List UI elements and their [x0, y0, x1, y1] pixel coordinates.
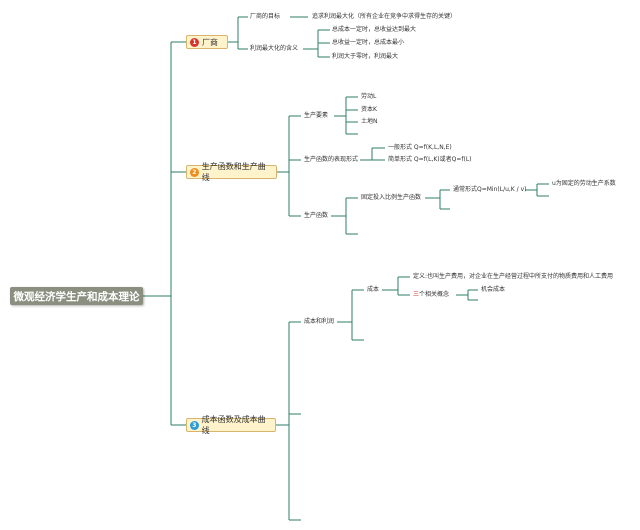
node-meaning-item[interactable]: 利润大于零时，利润最大: [332, 53, 399, 60]
node-factor-labor[interactable]: 劳动L: [361, 93, 377, 100]
node-production-factors[interactable]: 生产要素: [304, 112, 329, 119]
number-badge: 1: [190, 37, 199, 47]
branch-production-label: 生产函数和生产曲线: [201, 162, 266, 182]
node-fixed-ratio[interactable]: 固定投入比例生产函数: [361, 194, 422, 201]
node-labor-coefficient[interactable]: u为固定的劳动生产系数: [552, 180, 616, 187]
node-common-form[interactable]: 通常形式Q=Min(L/u,K / v): [453, 186, 527, 193]
node-factor-capital[interactable]: 资本K: [361, 106, 377, 113]
branch-firm-label: 厂商: [202, 37, 218, 47]
node-firm-goal-detail[interactable]: 追求利润最大化（所有企业在竞争中求得生存的关键）: [312, 13, 457, 20]
node-function-forms[interactable]: 生产函数的表现形式: [304, 156, 359, 163]
node-meaning-item[interactable]: 总成本一定时，总收益达到最大: [332, 26, 417, 33]
root-topic-label: 微观经济学生产和成本理论: [13, 290, 140, 303]
number-badge: 3: [190, 420, 199, 430]
root-topic[interactable]: 微观经济学生产和成本理论: [10, 287, 143, 305]
branch-cost-label: 成本函数及成本曲线: [201, 415, 266, 435]
node-opportunity-cost[interactable]: 机会成本: [481, 286, 506, 293]
number-badge: 2: [190, 167, 199, 177]
related-label: 个相关概念: [419, 291, 450, 298]
branch-firm[interactable]: 1 厂商: [186, 35, 228, 49]
node-form-simple[interactable]: 简单形式 Q=f(L,K)或者Q=f(L): [388, 156, 472, 163]
node-related-concepts[interactable]: 三个相关概念: [413, 291, 449, 299]
node-factor-land[interactable]: 土地N: [361, 118, 378, 125]
branch-production[interactable]: 2 生产函数和生产曲线: [186, 162, 277, 182]
node-profit-meaning[interactable]: 利润最大化的含义: [250, 45, 299, 52]
node-meaning-item[interactable]: 总收益一定时，总成本最小: [332, 39, 405, 46]
node-form-general[interactable]: 一般形式 Q=f(K,L,N,E): [388, 144, 452, 151]
node-production-function[interactable]: 生产函数: [304, 212, 329, 219]
node-cost[interactable]: 成本: [367, 286, 380, 293]
node-firm-goal[interactable]: 厂商的目标: [250, 13, 281, 20]
branch-cost[interactable]: 3 成本函数及成本曲线: [186, 415, 276, 435]
node-cost-and-profit[interactable]: 成本和利润: [304, 318, 335, 325]
node-cost-definition[interactable]: 定义:也叫生产费用，对企业在生产经营过程中所支付的物质费用和人工费用: [413, 273, 614, 280]
related-count: 三: [413, 291, 420, 298]
